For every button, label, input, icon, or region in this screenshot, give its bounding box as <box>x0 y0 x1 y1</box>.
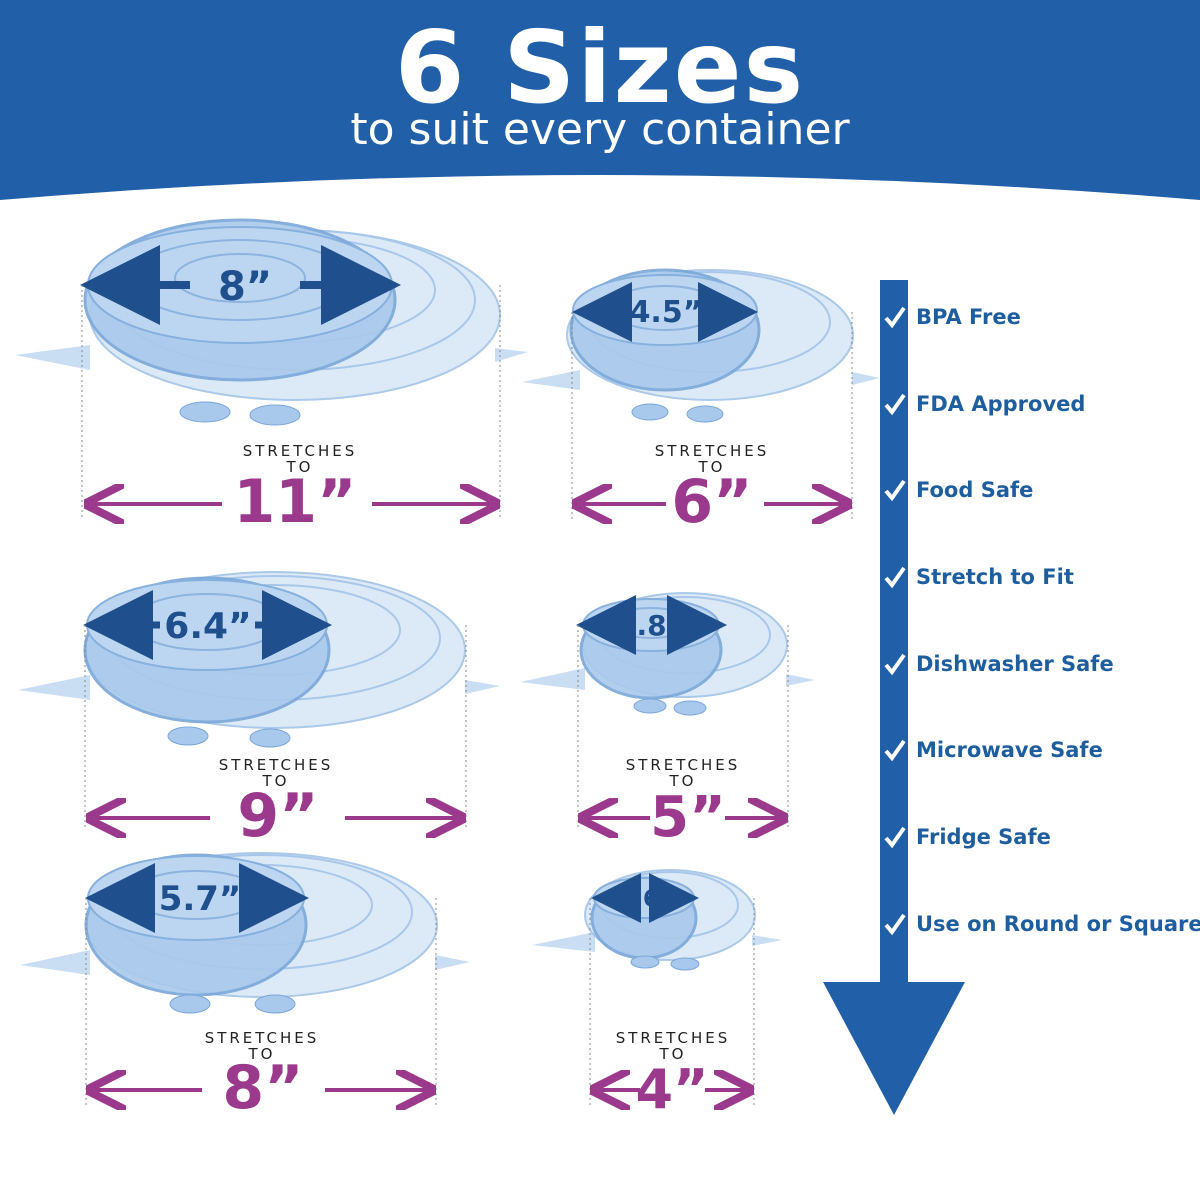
stretches-text: STRETCHES <box>625 756 741 774</box>
feature-item: BPA Free <box>884 302 1021 332</box>
check-icon <box>884 826 906 849</box>
feature-label: Use on Round or Square <box>916 912 1200 936</box>
check-icon <box>884 653 906 676</box>
lid-size-label: 8” <box>218 264 272 310</box>
lid-6-4-inch <box>18 571 500 830</box>
feature-item: Microwave Safe <box>884 735 1103 765</box>
feature-item: Food Safe <box>884 475 1033 505</box>
stretches-text: STRETCHES <box>242 442 358 460</box>
check-icon <box>884 566 906 589</box>
lid-8-inch <box>15 218 528 520</box>
stretches-to-label: STRETCHES TO <box>583 757 783 789</box>
feature-label: Microwave Safe <box>916 738 1103 762</box>
to-text: TO <box>659 1045 687 1063</box>
feature-label: Food Safe <box>916 478 1034 502</box>
feature-label: BPA Free <box>916 305 1021 329</box>
lid-5-7-inch <box>20 852 470 1105</box>
to-text: TO <box>669 772 697 790</box>
lid-4-5-inch <box>522 268 880 520</box>
check-icon <box>884 393 906 416</box>
feature-label: FDA Approved <box>916 392 1086 416</box>
page-title: 6 Sizes <box>394 9 806 126</box>
stretch-size-label: 5” <box>650 785 726 850</box>
lid-size-label: 5.7” <box>159 879 242 919</box>
to-text: TO <box>698 458 726 476</box>
lid-size-label: 3.8” <box>617 609 685 642</box>
stretches-to-label: STRETCHES TO <box>176 757 376 789</box>
stretches-text: STRETCHES <box>218 756 334 774</box>
stretches-to-label: STRETCHES TO <box>162 1030 362 1062</box>
header-banner: 6 Sizes to suit every container <box>0 0 1200 210</box>
feature-label: Stretch to Fit <box>916 565 1074 589</box>
feature-item: Dishwasher Safe <box>884 649 1114 679</box>
stretch-size-label: 6” <box>671 467 752 537</box>
stretches-text: STRETCHES <box>615 1029 731 1047</box>
feature-label: Fridge Safe <box>916 825 1051 849</box>
check-icon <box>884 913 906 936</box>
lid-2-6-inch <box>532 869 782 1105</box>
banner-background <box>0 0 1200 200</box>
lid-3-8-inch <box>520 592 815 830</box>
check-icon <box>884 479 906 502</box>
lid-size-label: 6.4” <box>164 606 251 647</box>
to-text: TO <box>286 458 314 476</box>
stretch-size-label: 8” <box>222 1053 303 1123</box>
stretch-size-label: 9” <box>237 781 318 851</box>
stretches-to-label: STRETCHES TO <box>573 1030 773 1062</box>
page-subtitle: to suit every container <box>350 104 850 155</box>
stretch-size-label: 4” <box>635 1058 708 1121</box>
to-text: TO <box>248 1045 276 1063</box>
stretches-to-label: STRETCHES TO <box>200 443 400 475</box>
feature-item: Stretch to Fit <box>884 562 1074 592</box>
stretches-to-label: STRETCHES TO <box>612 443 812 475</box>
stretches-text: STRETCHES <box>654 442 770 460</box>
stretches-text: STRETCHES <box>204 1029 320 1047</box>
check-icon <box>884 306 906 329</box>
feature-item: FDA Approved <box>884 389 1085 419</box>
stretch-size-label: 11” <box>234 467 357 537</box>
lid-size-label: 2.6” <box>619 887 672 912</box>
feature-item: Fridge Safe <box>884 822 1051 852</box>
lid-size-label: 4.5” <box>630 295 703 330</box>
feature-label: Dishwasher Safe <box>916 652 1114 676</box>
check-icon <box>884 739 906 762</box>
feature-item: Use on Round or Square <box>884 909 1200 939</box>
to-text: TO <box>262 772 290 790</box>
